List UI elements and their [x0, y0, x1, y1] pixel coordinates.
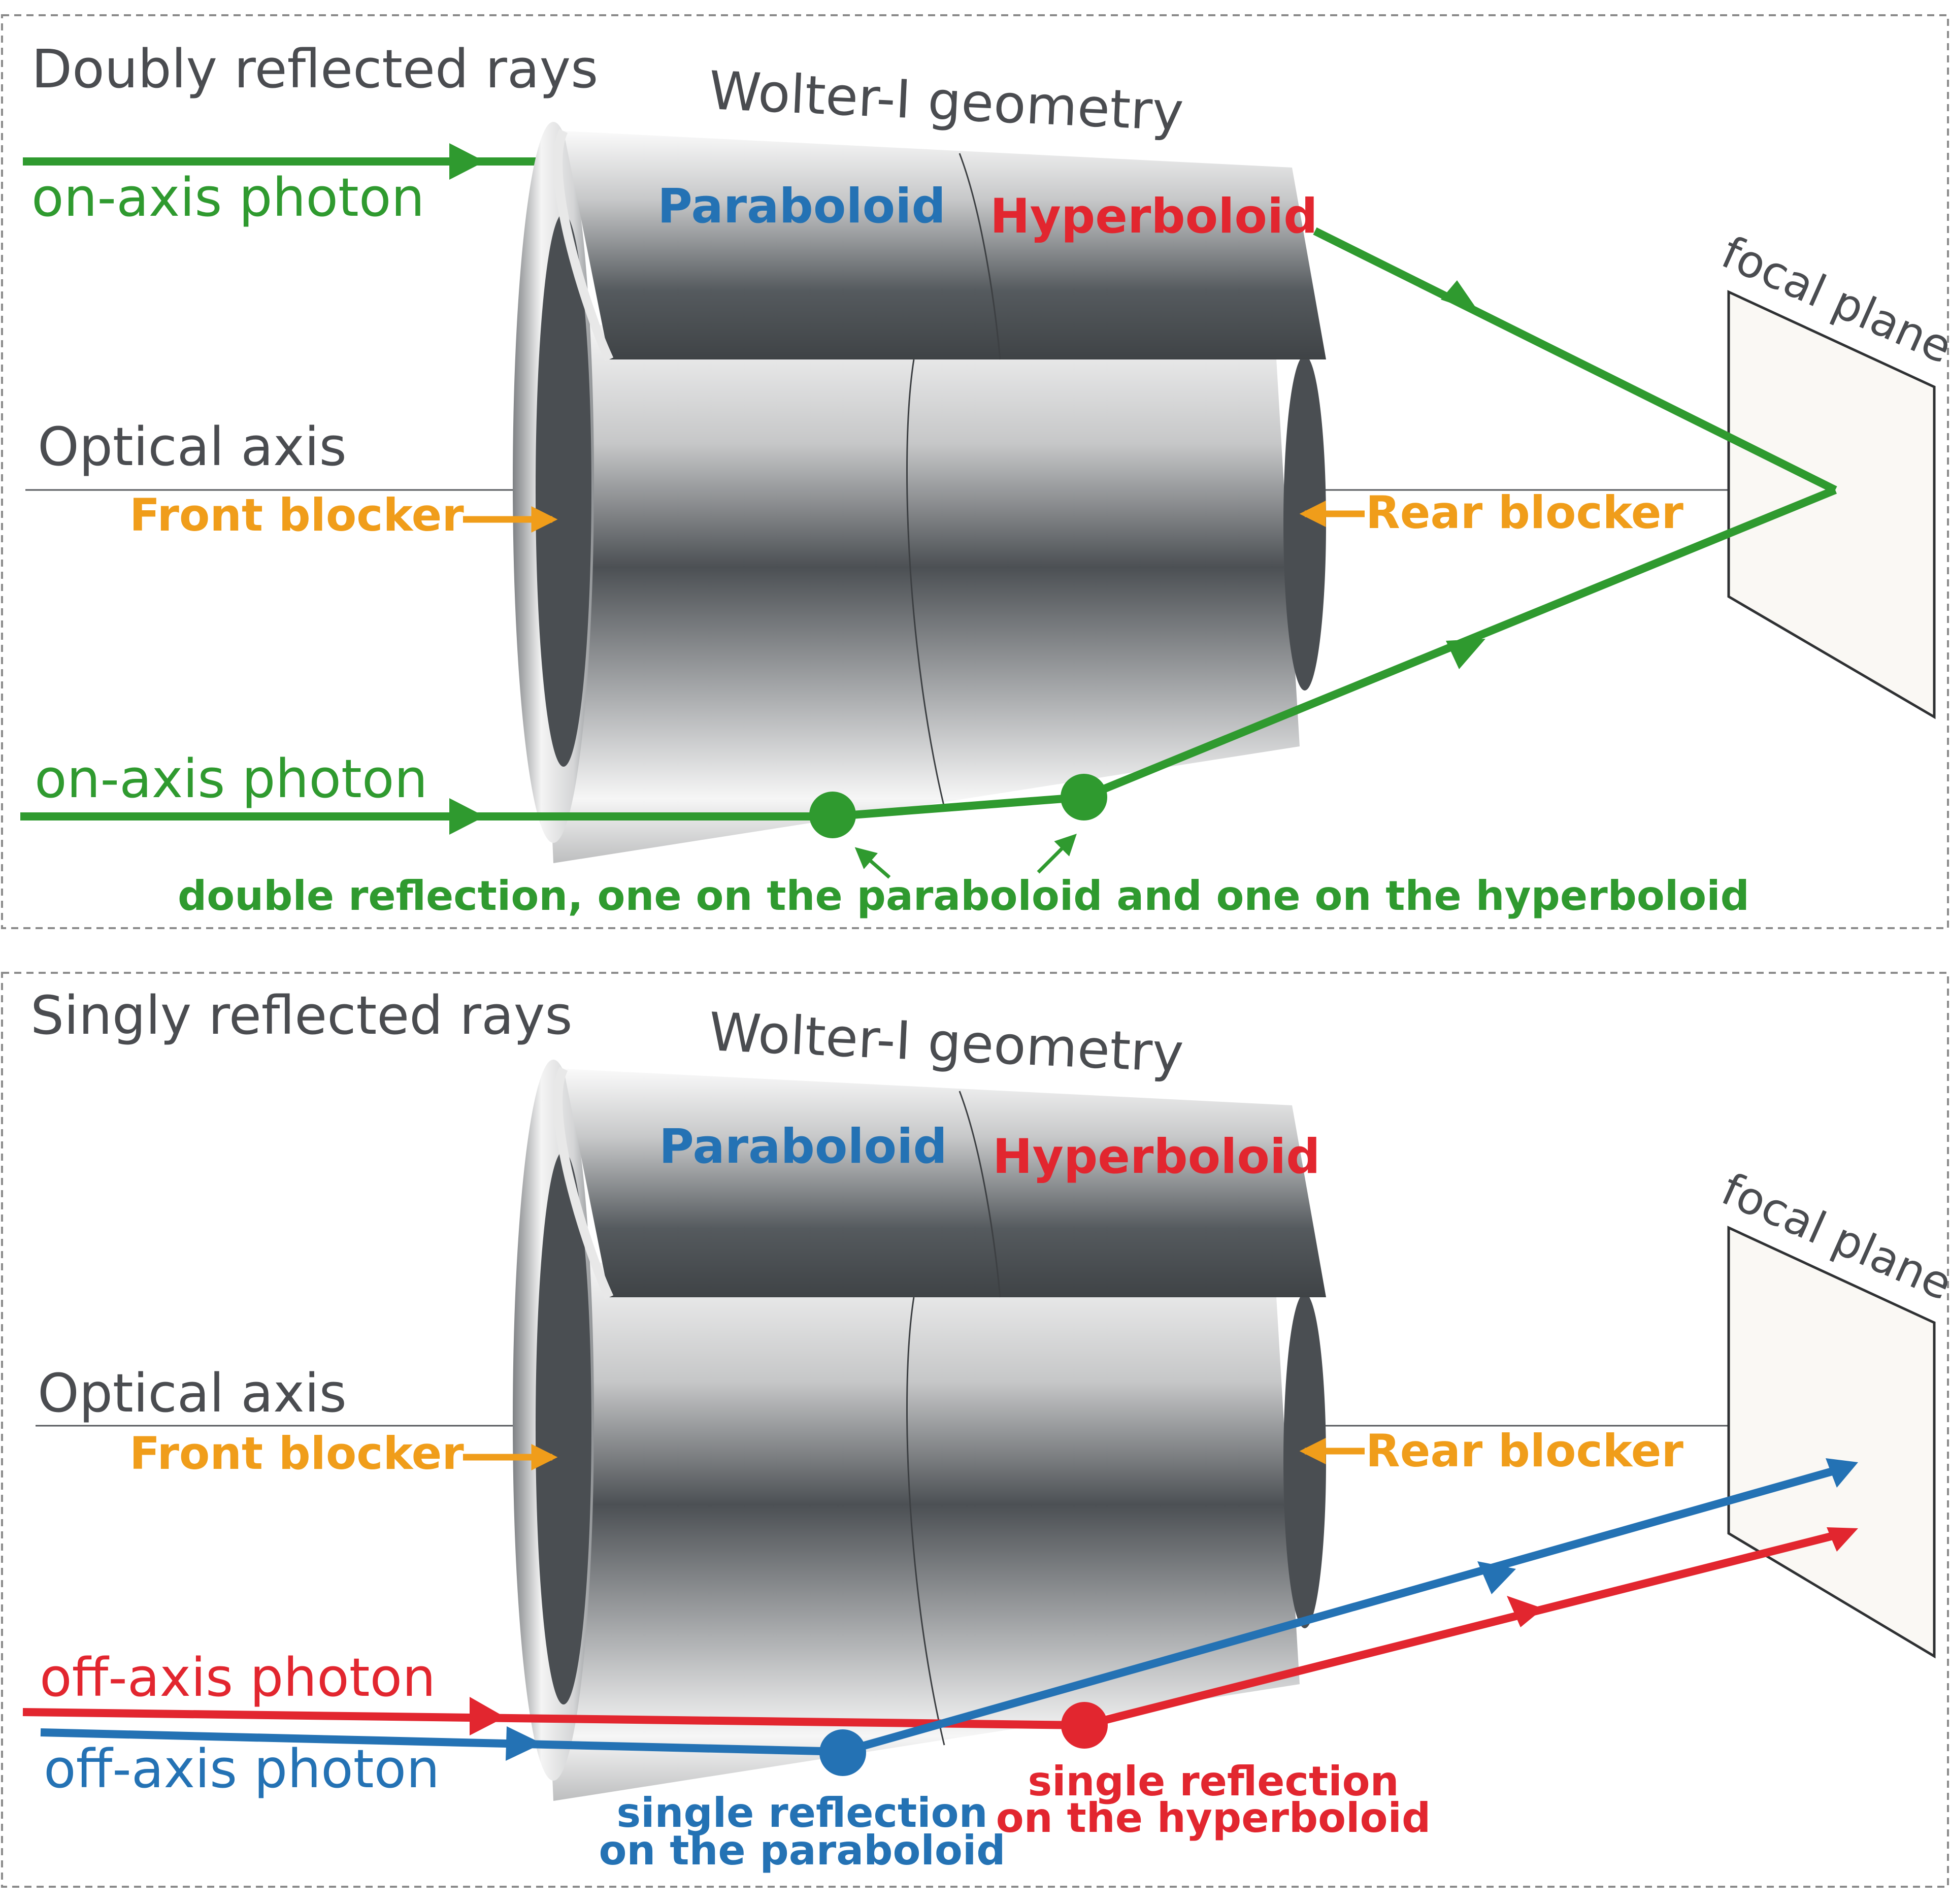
- top-panel: Doubly reflected rays Wolter-I geometry …: [1, 14, 1950, 929]
- geometry-label: Wolter-I geometry: [708, 59, 1185, 143]
- hyperboloid-reflection-note-line2: on the hyperboloid: [996, 1794, 1431, 1842]
- off-axis-photon-blue-label: off-axis photon: [44, 1738, 440, 1800]
- rear-blocker-label: Rear blocker: [1366, 1425, 1683, 1477]
- top-panel-frame: [1, 14, 1949, 929]
- on-axis-photon-top-ray-out: [1313, 227, 1837, 494]
- reflection-point-hyperboloid: [1061, 774, 1107, 820]
- ray-direction-arrow: [1446, 639, 1485, 669]
- optical-axis-label: Optical axis: [38, 416, 347, 478]
- front-blocker-label: Front blocker: [129, 1427, 464, 1480]
- bottom-panel-frame: [1, 972, 1949, 1888]
- hyperboloid-label: Hyperboloid: [993, 1129, 1320, 1185]
- ray-direction-arrow: [449, 143, 485, 180]
- ray-direction-arrow: [470, 1697, 505, 1735]
- front-blocker-label: Front blocker: [129, 489, 464, 541]
- ray-direction-arrow: [1477, 1561, 1516, 1594]
- on-axis-photon-top-label: on-axis photon: [31, 167, 424, 228]
- paraboloid-reflection-note-line1: single reflection: [616, 1789, 987, 1836]
- reflection-pointer-arrow: [854, 847, 891, 879]
- on-axis-photon-bottom-label: on-axis photon: [35, 748, 427, 810]
- panel-title: Singly reflected rays: [30, 984, 573, 1046]
- optical-axis-label: Optical axis: [38, 1362, 347, 1424]
- single-reflection-point-paraboloid: [819, 1729, 866, 1776]
- reflection-pointer-arrow: [1037, 834, 1077, 874]
- paraboloid-reflection-note-line2: on the paraboloid: [599, 1827, 1005, 1874]
- rear-blocker-label: Rear blocker: [1366, 486, 1683, 539]
- panel-title: Doubly reflected rays: [31, 38, 598, 100]
- ray-direction-arrow: [506, 1726, 542, 1761]
- hyperboloid-reflection-note-line1: single reflection: [1028, 1758, 1399, 1805]
- paraboloid-label: Paraboloid: [659, 1119, 947, 1174]
- ray-direction-arrow: [1827, 1527, 1858, 1552]
- ray-direction-arrow: [1441, 280, 1479, 313]
- hyperboloid-label: Hyperboloid: [990, 189, 1318, 244]
- ray-direction-arrow: [1826, 1458, 1858, 1488]
- ray-direction-arrow: [449, 798, 485, 835]
- reflection-point-paraboloid: [809, 792, 856, 838]
- bottom-panel: Singly reflected rays Wolter-I geometry …: [1, 972, 1950, 1888]
- geometry-label: Wolter-I geometry: [708, 1001, 1185, 1084]
- double-reflection-note: double reflection, one on the paraboloid…: [178, 872, 1749, 920]
- single-reflection-point-hyperboloid: [1061, 1702, 1108, 1749]
- off-axis-photon-red-label: off-axis photon: [40, 1647, 436, 1709]
- focal-plane: [1727, 290, 1936, 719]
- ray-direction-arrow: [1507, 1596, 1543, 1627]
- paraboloid-label: Paraboloid: [657, 179, 946, 234]
